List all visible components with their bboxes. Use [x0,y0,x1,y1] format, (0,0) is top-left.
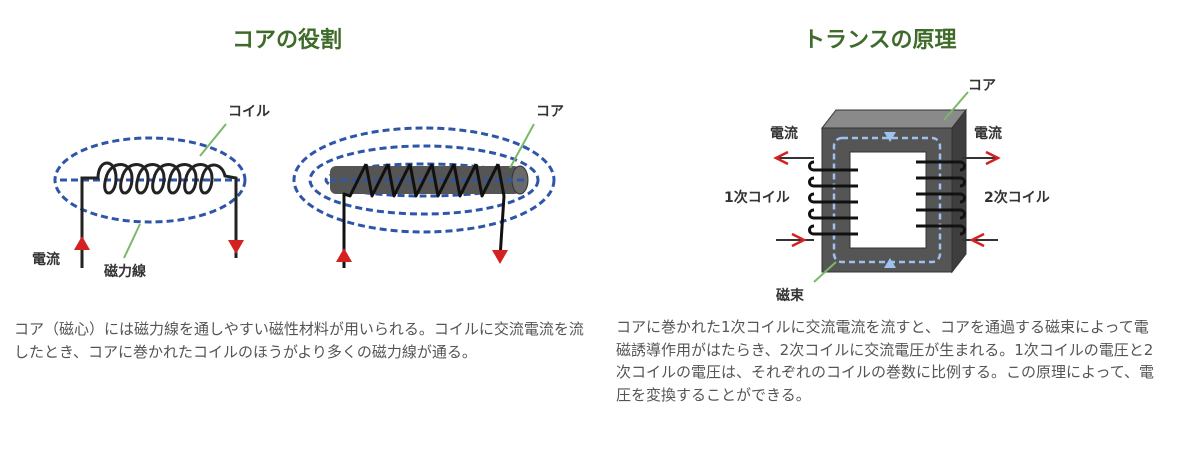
current-arrow-down [492,250,508,264]
core-label: コア [536,104,564,120]
flux-loop [832,136,942,264]
current-arrow-right-bottom [969,232,985,248]
field-line-middle [308,144,540,216]
secondary-coil-label: 2次コイル [984,189,1050,206]
current-arrow-left-top [773,150,789,166]
left-title: コアの役割 [232,28,343,53]
current-label-right: 電流 [974,125,1002,142]
transformer-diagram: コア 電流 電流 1次コイル 2次コイル 磁束 [724,78,1050,304]
core-coil-winding [342,163,506,268]
coil-leader [199,123,227,157]
core-leader [509,123,535,169]
flux-arrow-bottom [884,258,896,268]
core-leader [943,91,969,121]
current-arrow-down [228,240,244,254]
primary-coil-label: 1次コイル [724,189,790,206]
core-coil-diagram: コア [292,104,564,268]
current-arrow-up [74,236,90,250]
coil-label: コイル [228,104,270,120]
current-arrow-right-top [985,150,1001,166]
current-arrow-left-bottom [791,232,807,248]
right-panel: トランスの原理 [600,0,1181,466]
current-label: 電流 [32,251,60,268]
secondary-coil [916,160,966,236]
current-label-left: 電流 [770,125,798,142]
primary-coil [808,160,858,236]
flux-arrow-top [884,132,896,142]
left-panel: コアの役割 コイル 電流 磁力線 コア [14,28,584,361]
transformer-core [821,127,953,273]
field-line-outer [53,136,247,224]
core-side-face [951,108,967,274]
field-line-outer [292,126,556,234]
flux-label: 磁束 [776,287,805,304]
coil-winding [80,161,238,268]
right-title: トランスの原理 [803,28,957,53]
air-coil-diagram: コイル 電流 磁力線 [32,104,270,280]
field-lines-leader [123,223,141,259]
left-description: コア（磁心）には磁力線を通しやすい磁性材料が用いられる。コイルに交流電流を流した… [14,320,584,361]
current-arrow-up [336,248,352,262]
right-description: コアに巻かれた1次コイルに交流電流を流すと、コアを通過する磁束によって電磁誘導作… [616,318,1155,404]
core-role-diagram: コイル 電流 磁力線 コア [32,104,564,280]
flux-leader [813,261,837,283]
field-lines-label: 磁力線 [104,263,146,280]
core-label: コア [968,78,996,94]
